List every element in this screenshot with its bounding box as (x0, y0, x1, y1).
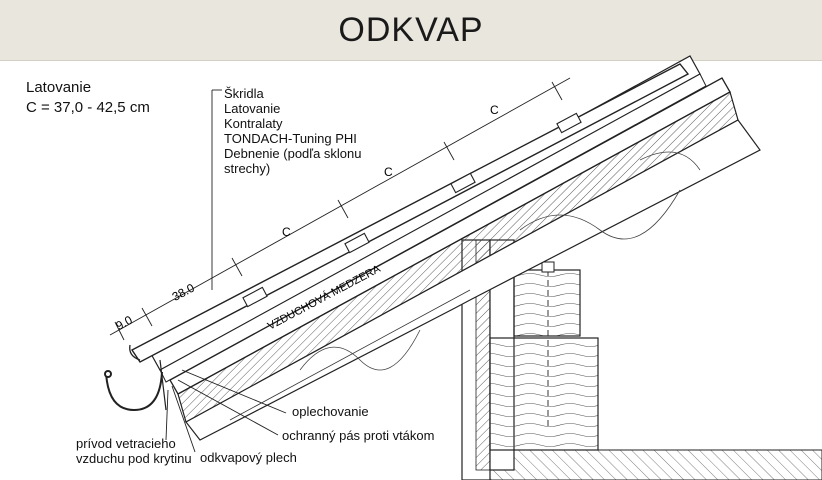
layer-item: Kontralaty (224, 116, 283, 131)
layer-item: Škridla (224, 86, 264, 101)
batten-heading: Latovanie (26, 79, 92, 96)
callout-air-inlet-line2: vzduchu pod krytinu (76, 451, 192, 466)
layer-item: Latovanie (224, 101, 281, 116)
layer-item: Debnenie (podľa sklonu (224, 146, 362, 161)
page-title: ODKVAP (338, 10, 484, 49)
layer-list: Škridla Latovanie Kontralaty TONDACH-Tun… (224, 86, 362, 176)
dim-c-label-3: C (490, 103, 499, 117)
floor-hatch (479, 449, 822, 480)
dimension-lines (109, 77, 571, 341)
callout-bird-strip: ochranný pás proti vtákom (282, 428, 435, 443)
callout-eaves-sheet: odkvapový plech (200, 450, 297, 465)
rafter (169, 77, 761, 441)
leader-lines (165, 89, 287, 453)
dim-38-label: 38.0 (170, 280, 197, 303)
gutter (104, 359, 167, 412)
layer-item: strechy) (224, 161, 271, 176)
batten-formula: C = 37,0 - 42,5 cm (26, 99, 150, 116)
title-bar: ODKVAP (0, 0, 822, 61)
dim-c-label-1: C (282, 225, 291, 239)
dim-c-label-2: C (384, 165, 393, 179)
callout-air-inlet-line1: prívod vetracieho (76, 436, 176, 451)
dim-9-label: 9.0 (113, 313, 135, 333)
roof-tiles (129, 63, 690, 363)
callout-flashing: oplechovanie (292, 404, 369, 419)
layer-item: TONDACH-Tuning PHI (224, 131, 357, 146)
